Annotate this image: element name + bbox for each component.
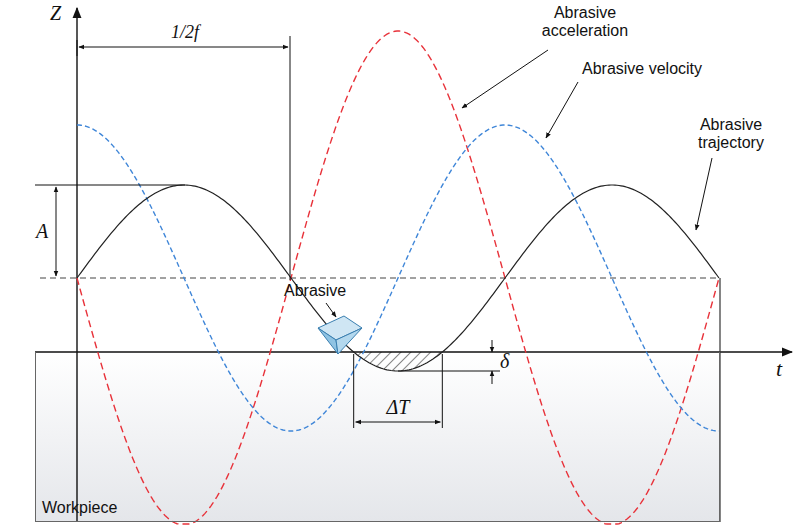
depth-dimension [492,340,493,352]
trajectory-curve [77,185,719,371]
abrasive-grain [318,316,362,354]
leader-line [696,158,712,230]
velocity-curve [77,125,719,431]
leader-line [546,82,578,138]
dim-ext [35,185,185,186]
curve-label: Abrasive velocity [582,60,702,78]
contact-time-dimension [356,422,441,423]
dimension-label: δ [500,350,509,373]
period-dimension [79,47,288,48]
workpiece-label: Workpiece [42,499,117,517]
dim-ext [77,40,78,56]
amplitude-dimension [56,187,57,276]
leader-line [326,303,336,317]
leader-line [462,50,548,108]
dim-ext [290,36,291,280]
dimension-label: A [36,220,48,243]
acceleration-curve [77,31,719,524]
dim-ext [442,354,443,428]
axis-label: Z [50,2,61,25]
curve-label: Abrasive trajectory [676,116,786,153]
curve-label: Abrasive acceleration [530,4,640,41]
axis-label: t [776,356,782,381]
z-axis [76,8,77,522]
dim-ext [398,371,500,372]
workpiece-fill [35,352,720,522]
workpiece-block: Workpiece [35,352,720,522]
part-label: Abrasive [284,282,346,300]
dim-ext [353,354,354,428]
depth-dimension [492,371,493,384]
dimension-label: 1/2f [171,22,199,43]
center-line [40,278,720,279]
dimension-label: ΔT [387,396,410,419]
